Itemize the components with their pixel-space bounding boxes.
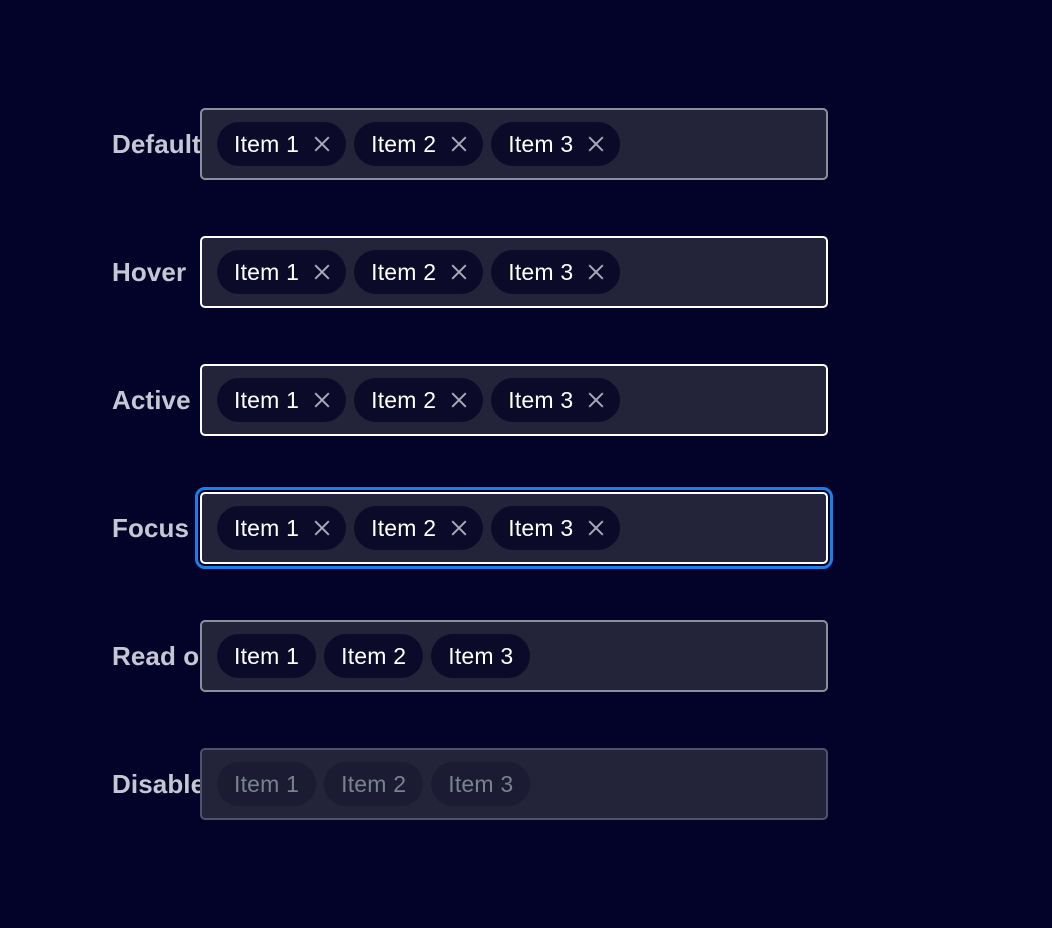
chip-field-wrapper-disabled: Item 1 Item 2 Item 3 [200,748,828,820]
close-x-icon[interactable] [586,262,606,282]
state-row-default: Default Item 1 Item 2 Item 3 [0,108,1052,180]
chip[interactable]: Item 2 [354,250,484,294]
chip-input-readonly[interactable]: Item 1 Item 2 Item 3 [200,620,828,692]
state-row-disabled: Disabled Item 1 Item 2 Item 3 [0,748,1052,820]
chip-label: Item 2 [341,770,407,797]
chip-label: Item 3 [508,258,574,285]
chip[interactable]: Item 1 [217,250,347,294]
close-x-icon[interactable] [449,518,469,538]
chip-field-wrapper-readonly: Item 1 Item 2 Item 3 [200,620,828,692]
chip[interactable]: Item 2 [354,122,484,166]
chip-input-active[interactable]: Item 1 Item 2 Item 3 [200,364,828,436]
chip-field-wrapper-hover: Item 1 Item 2 Item 3 [200,236,828,308]
chip: Item 1 [217,762,317,806]
close-x-icon[interactable] [586,390,606,410]
chip: Item 3 [431,762,531,806]
chip[interactable]: Item 1 [217,634,317,678]
state-row-focus: Focus Item 1 Item 2 Item 3 [0,487,1052,569]
chip-label: Item 3 [448,642,514,669]
chip-label: Item 3 [508,130,574,157]
close-x-icon[interactable] [586,134,606,154]
chip[interactable]: Item 1 [217,506,347,550]
close-x-icon[interactable] [312,134,332,154]
chip-label: Item 1 [234,770,300,797]
chip: Item 2 [324,762,424,806]
chip-field-wrapper-default: Item 1 Item 2 Item 3 [200,108,828,180]
chip-input-focus[interactable]: Item 1 Item 2 Item 3 [200,492,828,564]
state-label-default: Default [112,128,201,159]
chip-label: Item 2 [371,258,437,285]
close-x-icon[interactable] [586,518,606,538]
chip-field-wrapper-active: Item 1 Item 2 Item 3 [200,364,828,436]
chip[interactable]: Item 3 [491,122,621,166]
chip-label: Item 1 [234,642,300,669]
chip[interactable]: Item 1 [217,378,347,422]
chip-input-default[interactable]: Item 1 Item 2 Item 3 [200,108,828,180]
close-x-icon[interactable] [449,134,469,154]
chip-label: Item 1 [234,514,300,541]
close-x-icon[interactable] [312,390,332,410]
chip-label: Item 3 [448,770,514,797]
chip-label: Item 2 [341,642,407,669]
state-label-hover: Hover [112,256,187,287]
chip-label: Item 1 [234,258,300,285]
close-x-icon[interactable] [449,390,469,410]
state-row-hover: Hover Item 1 Item 2 Item 3 [0,236,1052,308]
chip[interactable]: Item 3 [491,250,621,294]
chip[interactable]: Item 3 [491,378,621,422]
chip-input-hover[interactable]: Item 1 Item 2 Item 3 [200,236,828,308]
chip[interactable]: Item 2 [354,378,484,422]
chip[interactable]: Item 1 [217,122,347,166]
chip-label: Item 3 [508,514,574,541]
chip[interactable]: Item 3 [491,506,621,550]
close-x-icon[interactable] [312,262,332,282]
state-label-active: Active [112,384,191,415]
close-x-icon[interactable] [449,262,469,282]
chip[interactable]: Item 2 [354,506,484,550]
close-x-icon[interactable] [312,518,332,538]
chip-label: Item 2 [371,386,437,413]
chip-label: Item 2 [371,514,437,541]
state-row-active: Active Item 1 Item 2 Item 3 [0,364,1052,436]
chip-label: Item 1 [234,386,300,413]
chip-label: Item 3 [508,386,574,413]
chip[interactable]: Item 3 [431,634,531,678]
chip-field-wrapper-focus: Item 1 Item 2 Item 3 [195,487,833,569]
state-label-disabled: Disabled [112,768,222,799]
chip-input-disabled: Item 1 Item 2 Item 3 [200,748,828,820]
chip[interactable]: Item 2 [324,634,424,678]
chip-label: Item 1 [234,130,300,157]
state-label-focus: Focus [112,512,190,543]
state-label-readonly: Read only [112,640,238,671]
chip-label: Item 2 [371,130,437,157]
